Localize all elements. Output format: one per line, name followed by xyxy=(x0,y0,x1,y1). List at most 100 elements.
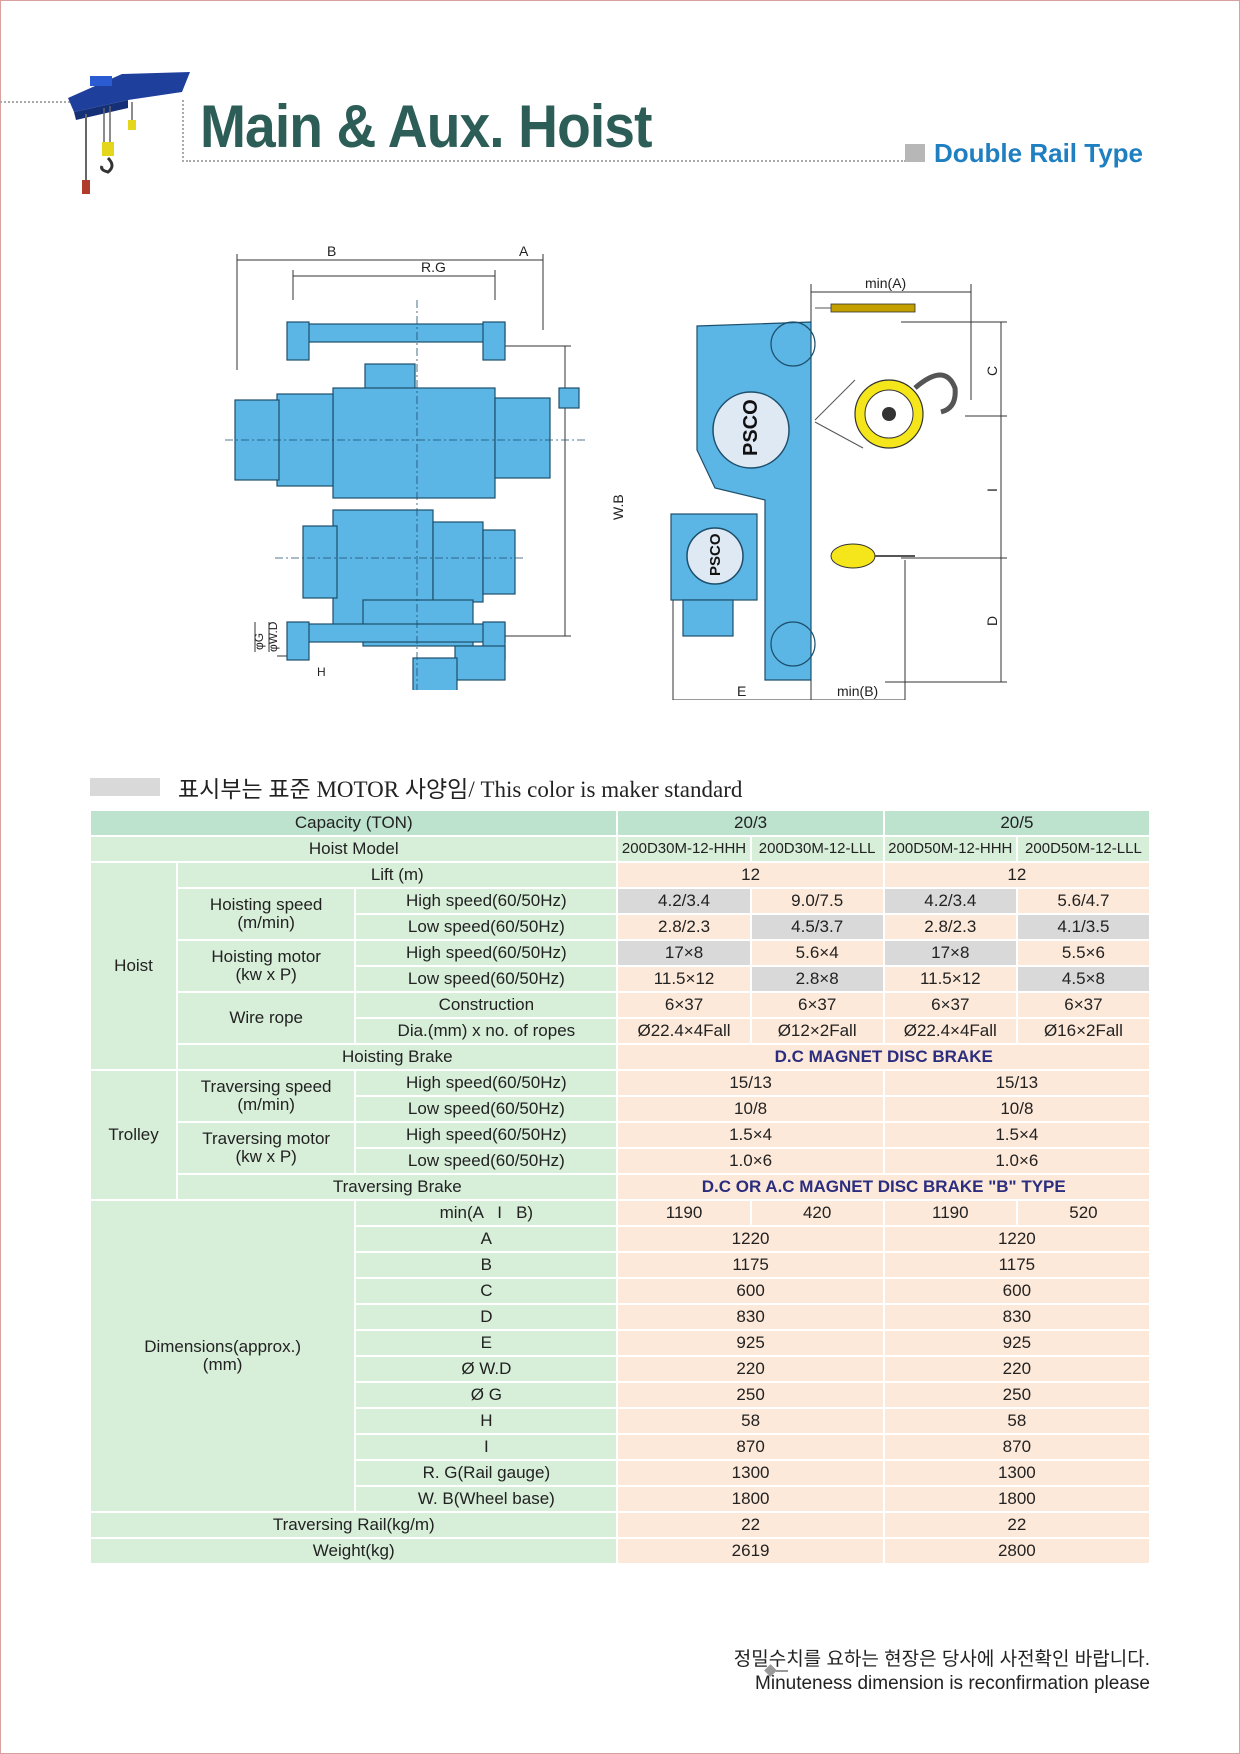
high-speed-label: High speed(60/50Hz) xyxy=(354,1069,619,1097)
value-cell: 2800 xyxy=(882,1537,1152,1565)
value-cell: 22 xyxy=(616,1511,885,1539)
value-cell: 1190 xyxy=(882,1199,1018,1227)
value-cell: 5.6×4 xyxy=(749,939,885,967)
spec-table: Capacity (TON) 20/3 20/5 Hoist Model 200… xyxy=(88,809,1152,1565)
side-dim-min-a: min(A) xyxy=(865,275,906,291)
side-dim-i: I xyxy=(984,488,1000,492)
table-row: Low speed(60/50Hz) 11.5×12 2.8×8 11.5×12… xyxy=(90,965,1152,993)
footer-rule xyxy=(776,1670,788,1672)
value-cell: 4.5×8 xyxy=(1015,965,1152,993)
hoisting-motor-title: Hoisting motor xyxy=(211,947,321,966)
front-dim-rg: R.G xyxy=(421,259,446,275)
value-cell: 10/8 xyxy=(616,1095,885,1123)
low-speed-label: Low speed(60/50Hz) xyxy=(354,965,619,993)
value-cell: 1.0×6 xyxy=(882,1147,1152,1175)
traversing-speed-unit: (m/min) xyxy=(237,1095,295,1114)
side-logo-main: PSCO xyxy=(740,399,762,456)
value-cell: Ø16×2Fall xyxy=(1015,1017,1152,1045)
value-cell: 520 xyxy=(1015,1199,1152,1227)
hoisting-motor-unit: (kw x P) xyxy=(235,965,297,984)
front-dim-wb: W.B xyxy=(610,494,626,520)
page-subtitle: Double Rail Type xyxy=(934,138,1143,168)
hoist-model-label: Hoist Model xyxy=(88,835,619,863)
value-cell: 1.5×4 xyxy=(882,1121,1152,1149)
value-cell: 11.5×12 xyxy=(616,965,752,993)
capacity-label: Capacity (TON) xyxy=(88,809,619,837)
traversing-speed-title: Traversing speed xyxy=(200,1077,332,1096)
traversing-speed-label: Traversing speed (m/min) xyxy=(176,1069,357,1123)
traversing-brake-value: D.C OR A.C MAGNET DISC BRAKE "B" TYPE xyxy=(616,1173,1151,1201)
lift-cell: 12 xyxy=(616,861,885,889)
high-speed-label: High speed(60/50Hz) xyxy=(354,939,619,967)
high-speed-label: High speed(60/50Hz) xyxy=(354,1121,619,1149)
value-cell: 2.8/2.3 xyxy=(882,913,1018,941)
dimensions-unit: (mm) xyxy=(202,1355,243,1374)
legend-swatch xyxy=(90,778,160,796)
value-cell: 925 xyxy=(882,1329,1152,1357)
legend-text: 표시부는 표준 MOTOR 사양임/ This color is maker s… xyxy=(178,777,743,802)
capacity-cell: 20/3 xyxy=(616,809,885,837)
value-cell: 870 xyxy=(616,1433,885,1461)
value-cell: 220 xyxy=(616,1355,885,1383)
value-cell: 9.0/7.5 xyxy=(749,887,885,915)
traversing-rail-label: Traversing Rail(kg/m) xyxy=(88,1511,619,1539)
front-view-diagram: B A R.G W.B φG φW.D H xyxy=(225,243,626,690)
value-cell: 5.6/4.7 xyxy=(1015,887,1152,915)
side-view-diagram: min(A) C I D E min(B) PSCO PSCO xyxy=(670,275,1007,700)
value-cell: 6×37 xyxy=(749,991,885,1019)
dim-label: R. G(Rail gauge) xyxy=(354,1459,619,1487)
value-cell: 250 xyxy=(882,1381,1152,1409)
dimensions-title: Dimensions(approx.) xyxy=(144,1337,302,1356)
front-dim-h: H xyxy=(317,665,326,679)
traversing-motor-title: Traversing motor xyxy=(202,1129,331,1148)
dim-label: I xyxy=(354,1433,619,1461)
value-cell: 17×8 xyxy=(882,939,1018,967)
dim-label: C xyxy=(354,1277,619,1305)
page-title: Main & Aux. Hoist xyxy=(200,93,652,160)
dim-label: E xyxy=(354,1329,619,1357)
value-cell: 830 xyxy=(882,1303,1152,1331)
value-cell: 830 xyxy=(616,1303,885,1331)
side-dim-c: C xyxy=(984,366,1000,376)
value-cell: 420 xyxy=(749,1199,885,1227)
table-row: Traversing Rail(kg/m) 22 22 xyxy=(88,1511,1152,1539)
traversing-brake-label: Traversing Brake xyxy=(176,1173,619,1201)
header-dotted-rule-left xyxy=(0,101,70,103)
value-cell: 1.5×4 xyxy=(616,1121,885,1149)
value-cell: 1190 xyxy=(616,1199,752,1227)
traversing-motor-unit: (kw x P) xyxy=(235,1147,297,1166)
table-row: Low speed(60/50Hz) 2.8/2.3 4.5/3.7 2.8/2… xyxy=(90,913,1152,941)
min-aib-label: min(A I B) xyxy=(354,1199,619,1227)
value-cell: 220 xyxy=(882,1355,1152,1383)
hoisting-brake-label: Hoisting Brake xyxy=(176,1043,619,1071)
value-cell: 600 xyxy=(882,1277,1152,1305)
wire-rope-label: Wire rope xyxy=(176,991,357,1045)
table-row: Hoist Lift (m) 12 12 xyxy=(88,861,1152,1071)
header-dotted-rule xyxy=(186,160,906,162)
table-row: Hoisting Brake D.C MAGNET DISC BRAKE xyxy=(90,1043,1151,1071)
table-row: Low speed(60/50Hz) 10/8 10/8 xyxy=(90,1095,1152,1123)
table-row: Traversing Brake D.C OR A.C MAGNET DISC … xyxy=(90,1173,1151,1201)
front-dim-phi-wd: φW.D xyxy=(266,621,280,652)
value-cell: 1800 xyxy=(882,1485,1152,1513)
side-dim-d: D xyxy=(984,616,1000,626)
table-row: Dia.(mm) x no. of ropes Ø22.4×4Fall Ø12×… xyxy=(90,1017,1152,1045)
value-cell: 2619 xyxy=(616,1537,885,1565)
value-cell: 2.8/2.3 xyxy=(616,913,752,941)
low-speed-label: Low speed(60/50Hz) xyxy=(354,1095,619,1123)
value-cell: Ø22.4×4Fall xyxy=(616,1017,752,1045)
footer-note-korean: 정밀수치를 요하는 현장은 당사에 사전확인 바랍니다. xyxy=(733,1649,1150,1670)
value-cell: 250 xyxy=(616,1381,885,1409)
value-cell: 4.2/3.4 xyxy=(616,887,752,915)
crane-icon xyxy=(68,72,190,194)
lift-cell: 12 xyxy=(882,861,1152,889)
value-cell: 1220 xyxy=(616,1225,885,1253)
hoisting-motor-label: Hoisting motor (kw x P) xyxy=(176,939,357,993)
front-dim-phi-g: φG xyxy=(252,633,266,650)
table-row: Wire rope Construction 6×37 6×37 6×37 6×… xyxy=(90,991,1152,1045)
